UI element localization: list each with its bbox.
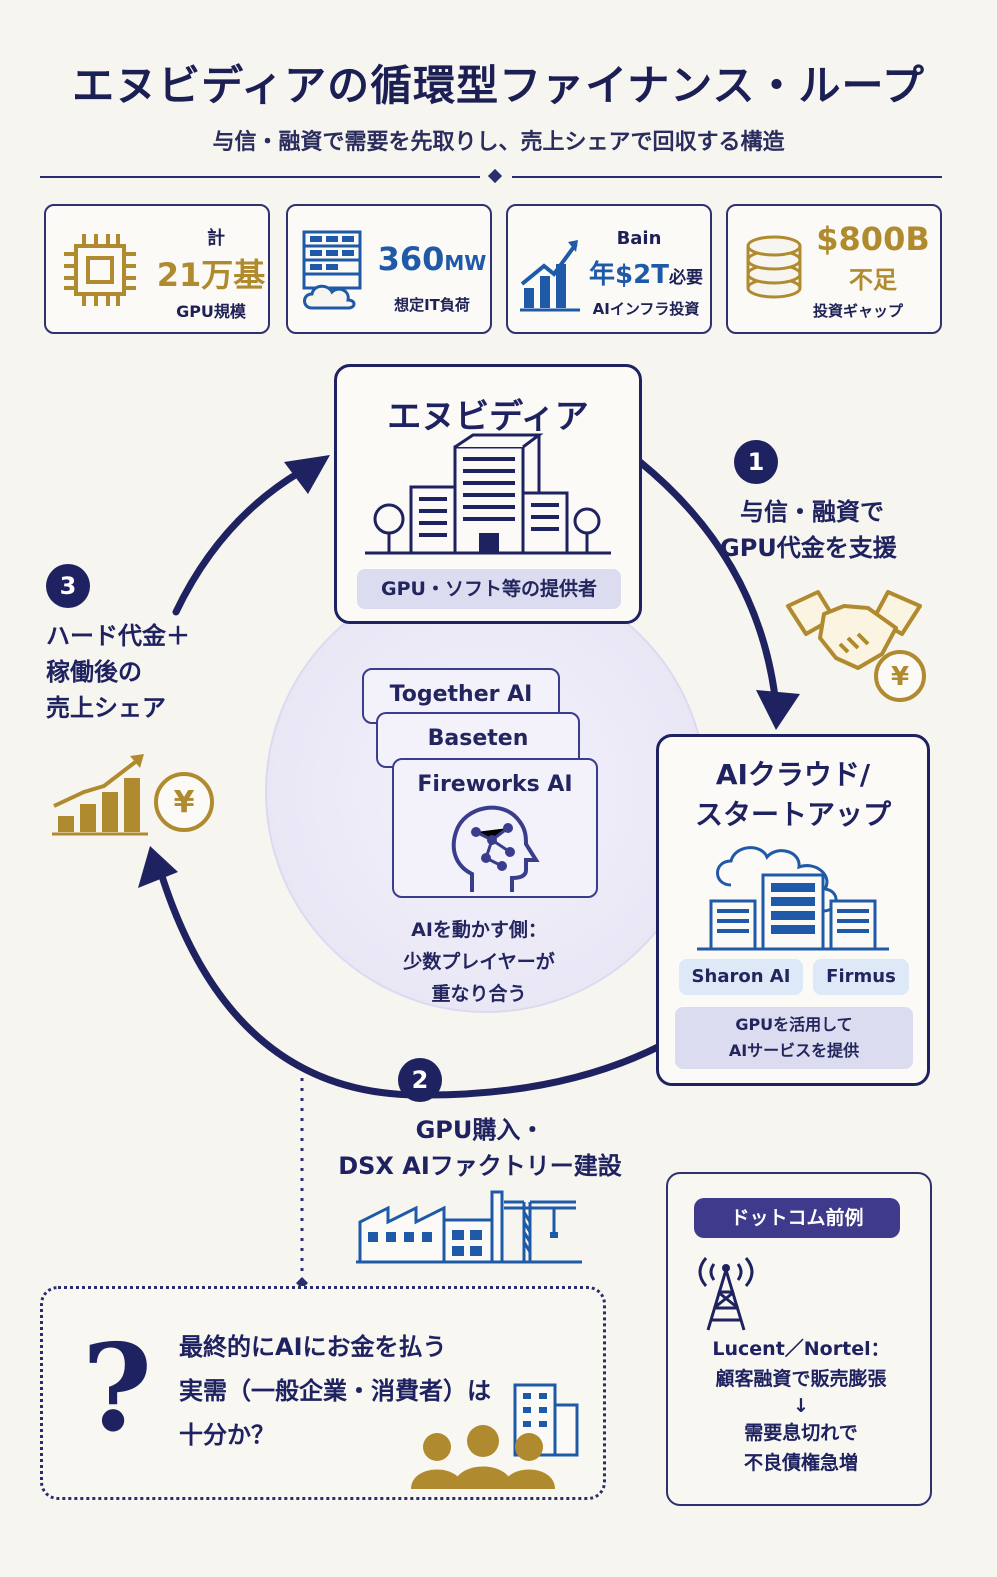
cloud-datacenter-icon: [697, 846, 889, 951]
yen-symbol-1: ¥: [891, 662, 909, 692]
question-line3: 十分か？: [179, 1421, 275, 1449]
stat-bain-label: AIインフラ投資: [592, 300, 700, 318]
nvidia-node: エヌビディア GPU・ソフト等の提供者: [334, 364, 642, 624]
step-3-line1: ハード代金＋: [46, 622, 190, 650]
arrowhead-step-1: [756, 690, 800, 730]
stat-power-label: 想定IT負荷: [394, 296, 470, 314]
step-2-badge: 2: [398, 1058, 442, 1102]
growth-chart-icon: [520, 240, 580, 312]
page-subtitle: 与信・融資で需要を先取りし、売上シェアで回収する構造: [212, 130, 785, 155]
coin-stack-icon: [746, 235, 802, 299]
stat-card-power: 360MW 想定IT負荷: [286, 204, 492, 334]
card-fireworks-ai: Fireworks AI: [392, 758, 598, 898]
card-fireworks-label: Fireworks AI: [417, 772, 573, 797]
dotcom-line4: 不良債権急増: [743, 1452, 858, 1474]
stat-gpu-label: GPU規模: [176, 302, 246, 321]
nvidia-role-pill: GPU・ソフト等の提供者: [357, 569, 621, 609]
ai-cloud-title-1: AIクラウド/: [715, 758, 871, 791]
chip-icon: [64, 234, 136, 306]
stat-bain-source: Bain: [616, 228, 662, 249]
yen-coin-icon: [874, 650, 926, 702]
revenue-growth-icon: ¥: [52, 754, 214, 836]
server-cloud-icon: [302, 230, 362, 310]
ai-head-icon: [451, 805, 540, 892]
stat-bain-value: 年$2T: [589, 260, 669, 290]
dotcom-line2: 顧客融資で販売膨張: [715, 1368, 887, 1390]
step-2-line1: GPU購入・: [415, 1116, 545, 1144]
ai-cloud-role-1: GPUを活用して: [735, 1015, 853, 1034]
question-text: 最終的にAIにお金を払う 実需（一般企業・消費者）は 十分か？: [179, 1325, 599, 1457]
stat-bain-suffix: 必要: [668, 268, 703, 288]
ai-cloud-role-pill: GPUを活用して AIサービスを提供: [675, 1007, 913, 1069]
dotcom-precedent-box: ドットコム前例 Lucent／Nortel： 顧客融資で販売膨張 ↓ 需要息切れ…: [666, 1172, 932, 1506]
stat-gap-shortfall: 不足: [849, 266, 897, 294]
nvidia-title: エヌビディア: [387, 397, 589, 437]
arrowhead-step-3: [284, 455, 330, 494]
page-title: エヌビディアの循環型ファイナンス・ループ: [72, 61, 925, 110]
factory-crane-icon: [356, 1190, 582, 1264]
stat-gap-value: $800B: [816, 220, 930, 258]
question-line1: 最終的にAIにお金を払う: [179, 1333, 447, 1361]
tag-firmus: Firmus: [813, 959, 909, 995]
arrow-step-2: [156, 866, 664, 1099]
stat-gap-label: 投資ギャップ: [812, 302, 903, 320]
step-1-badge: 1: [734, 440, 778, 484]
stat-card-gpu: 計 21万基 GPU規模: [44, 204, 270, 334]
handshake-icon: ¥: [786, 590, 926, 702]
step-1-line2: GPU代金を支援: [720, 534, 897, 562]
yen-coin-icon-2: [154, 772, 214, 832]
question-line2: 実需（一般企業・消費者）は: [179, 1377, 491, 1405]
ai-cloud-role-2: AIサービスを提供: [728, 1041, 860, 1060]
office-building-icon: [365, 433, 611, 555]
question-mark: ?: [81, 1318, 153, 1459]
step-3-text: ハード代金＋ 稼働後の 売上シェア: [46, 618, 246, 726]
dotcom-badge: ドットコム前例: [694, 1198, 900, 1238]
dotcom-text: Lucent／Nortel： 顧客融資で販売膨張 ↓ 需要息切れで 不良債権急増: [678, 1334, 924, 1478]
ai-cloud-title-2: スタートアップ: [694, 798, 891, 831]
step-3-line2: 稼働後の: [46, 658, 142, 686]
center-caption: AIを動かす側： 少数プレイヤーが 重なり合う: [366, 914, 592, 1010]
step-2-text: GPU購入・ DSX AIファクトリー建設: [320, 1112, 640, 1184]
arrowhead-step-2: [138, 846, 178, 888]
tag-sharon-ai: Sharon AI: [679, 959, 803, 995]
step-3-line3: 売上シェア: [46, 694, 166, 722]
stat-gpu-prefix: 計: [207, 228, 225, 249]
step-3-badge: 3: [46, 564, 90, 608]
dotcom-arrow: ↓: [793, 1395, 809, 1417]
divider-right: [512, 176, 942, 178]
stat-card-bain: Bain 年$2T必要 AIインフラ投資: [506, 204, 712, 334]
center-caption-2: 少数プレイヤーが: [403, 951, 555, 973]
stat-card-gap: $800B 不足 投資ギャップ: [726, 204, 942, 334]
demand-question-box: ? 最終的にAIにお金を払う 実需（一般企業・消費者）は 十分か？: [40, 1286, 606, 1500]
step-2-line2: DSX AIファクトリー建設: [338, 1152, 622, 1180]
stat-gpu-value: 21万基: [156, 256, 266, 294]
arrow-step-1: [636, 458, 780, 709]
step-1-line1: 与信・融資で: [740, 498, 884, 526]
stat-power-unit: MW: [444, 251, 487, 275]
center-caption-1: AIを動かす側：: [411, 919, 547, 941]
arrow-step-3: [172, 468, 304, 616]
people-building-icon: [411, 1383, 579, 1489]
center-caption-3: 重なり合う: [431, 983, 527, 1005]
dotcom-line1: Lucent／Nortel：: [712, 1338, 890, 1360]
step-1-text: 与信・融資で GPU代金を支援: [720, 494, 960, 566]
dotcom-line3: 需要息切れで: [744, 1422, 858, 1444]
radio-tower-icon: [698, 1257, 754, 1331]
ai-cloud-node: AIクラウド/ スタートアップ Sharon AI Firmus GPUを活用し…: [656, 734, 930, 1086]
stat-power-value: 360: [377, 240, 445, 278]
yen-symbol-2: ¥: [174, 785, 195, 820]
divider-left: [40, 176, 480, 178]
